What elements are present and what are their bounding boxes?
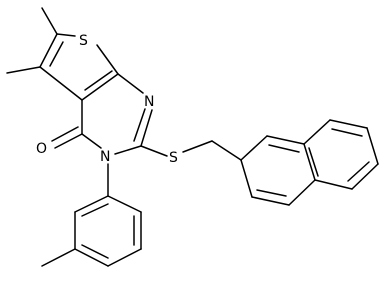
bond-tol-f [74,195,109,213]
bond-naph-a [240,135,268,161]
bond-naph-c [303,143,316,181]
bond-c7a-n1 [117,73,144,94]
bond-tol-c [107,248,142,267]
bond-carbonyl-inner [51,126,79,142]
bond-lines [6,7,379,267]
bond-n3-c4 [81,133,102,149]
bond-c6-s [56,33,76,37]
atom-label-nitrogen-top: N [144,94,154,110]
bond-naph-e-inner [256,189,287,197]
bond-naph-j [351,163,379,190]
bond-tol-a [107,195,142,213]
bond-methyl-upper [41,7,58,35]
bond-naph-b-inner [268,144,300,153]
atom-label-oxygen: O [36,141,47,157]
bond-c5-c4a [39,66,83,101]
bond-naph-h [329,119,368,129]
bond-tol-d [74,248,109,267]
bond-naph-f [240,159,253,198]
bond-tol-d-inner [81,244,109,259]
bond-naph-e [251,196,290,206]
bond-naph-d [288,179,316,206]
bond-tol-f-inner [81,203,109,217]
bond-naph-h-inner [331,128,363,137]
bond-s-ch2 [182,140,213,153]
bond-naph-k [314,179,353,190]
bond-c4a-c7a-inner [84,70,113,91]
bond-c6-c5 [39,33,58,68]
bond-tol-methyl [41,248,76,267]
bond-methyl-lower [6,66,41,74]
atom-label-sulfur-thioether: S [169,150,178,166]
atom-label-nitrogen-bottom: N [100,149,110,165]
bond-ch2-naph [211,140,242,161]
bond-naph-c-inner [308,147,319,177]
bond-naph-b [266,135,305,145]
bond-carbonyl-outer [54,133,83,149]
atom-label-sulfur-ring: S [79,33,88,49]
bond-c2-s [140,145,168,157]
bond-s-c7a [96,44,119,75]
bond-naph-j-inner [347,161,370,182]
bond-naph-g [303,119,331,145]
bond-c2-n3 [114,145,142,155]
bond-c4a-c7a [81,73,119,101]
atom-labels: S N O N S [36,33,178,166]
bond-n1-c2-inner [133,108,146,142]
bond-n1-c2 [140,109,153,147]
bond-naph-i [366,127,379,165]
bond-c6-c5-inner [49,41,64,67]
